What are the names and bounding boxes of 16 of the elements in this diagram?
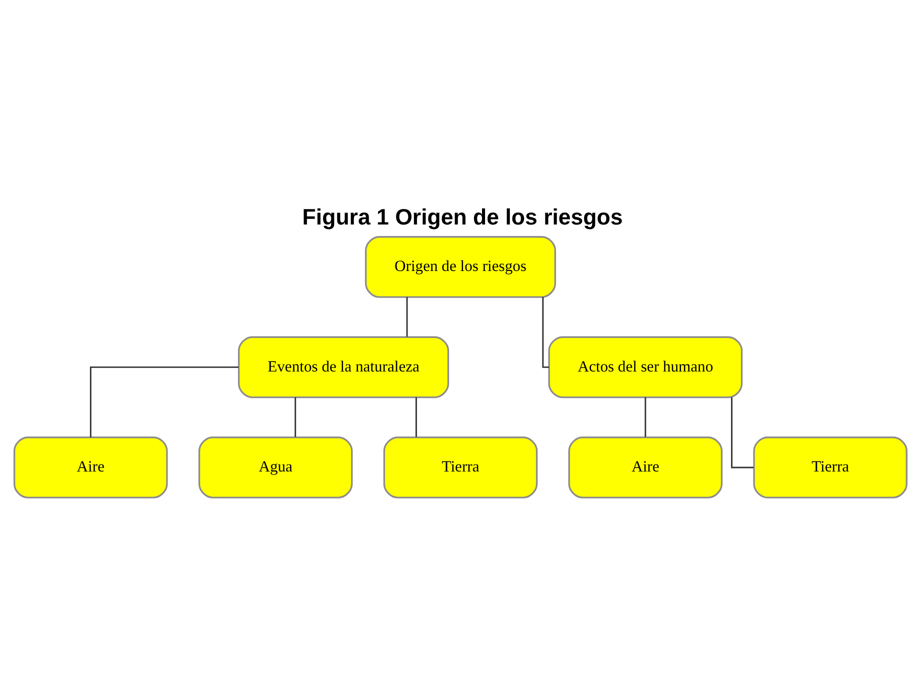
node-box: Eventos de la naturaleza xyxy=(237,336,449,398)
connector xyxy=(542,296,549,368)
diagram-title: Figura 1 Origen de los riesgos xyxy=(302,204,622,230)
node-box: Tierra xyxy=(752,436,907,498)
connector xyxy=(644,396,646,437)
connector xyxy=(89,366,238,437)
connector xyxy=(294,396,296,437)
node-box: Aire xyxy=(13,436,168,498)
node-box: Actos del ser humano xyxy=(548,336,742,398)
connector xyxy=(406,296,408,336)
node-box: Tierra xyxy=(382,436,538,498)
node-box: Aire xyxy=(568,436,722,498)
node-box: Origen de los riesgos xyxy=(364,236,556,298)
node-box: Agua xyxy=(198,436,352,498)
connector xyxy=(730,396,754,468)
connector xyxy=(415,396,416,437)
